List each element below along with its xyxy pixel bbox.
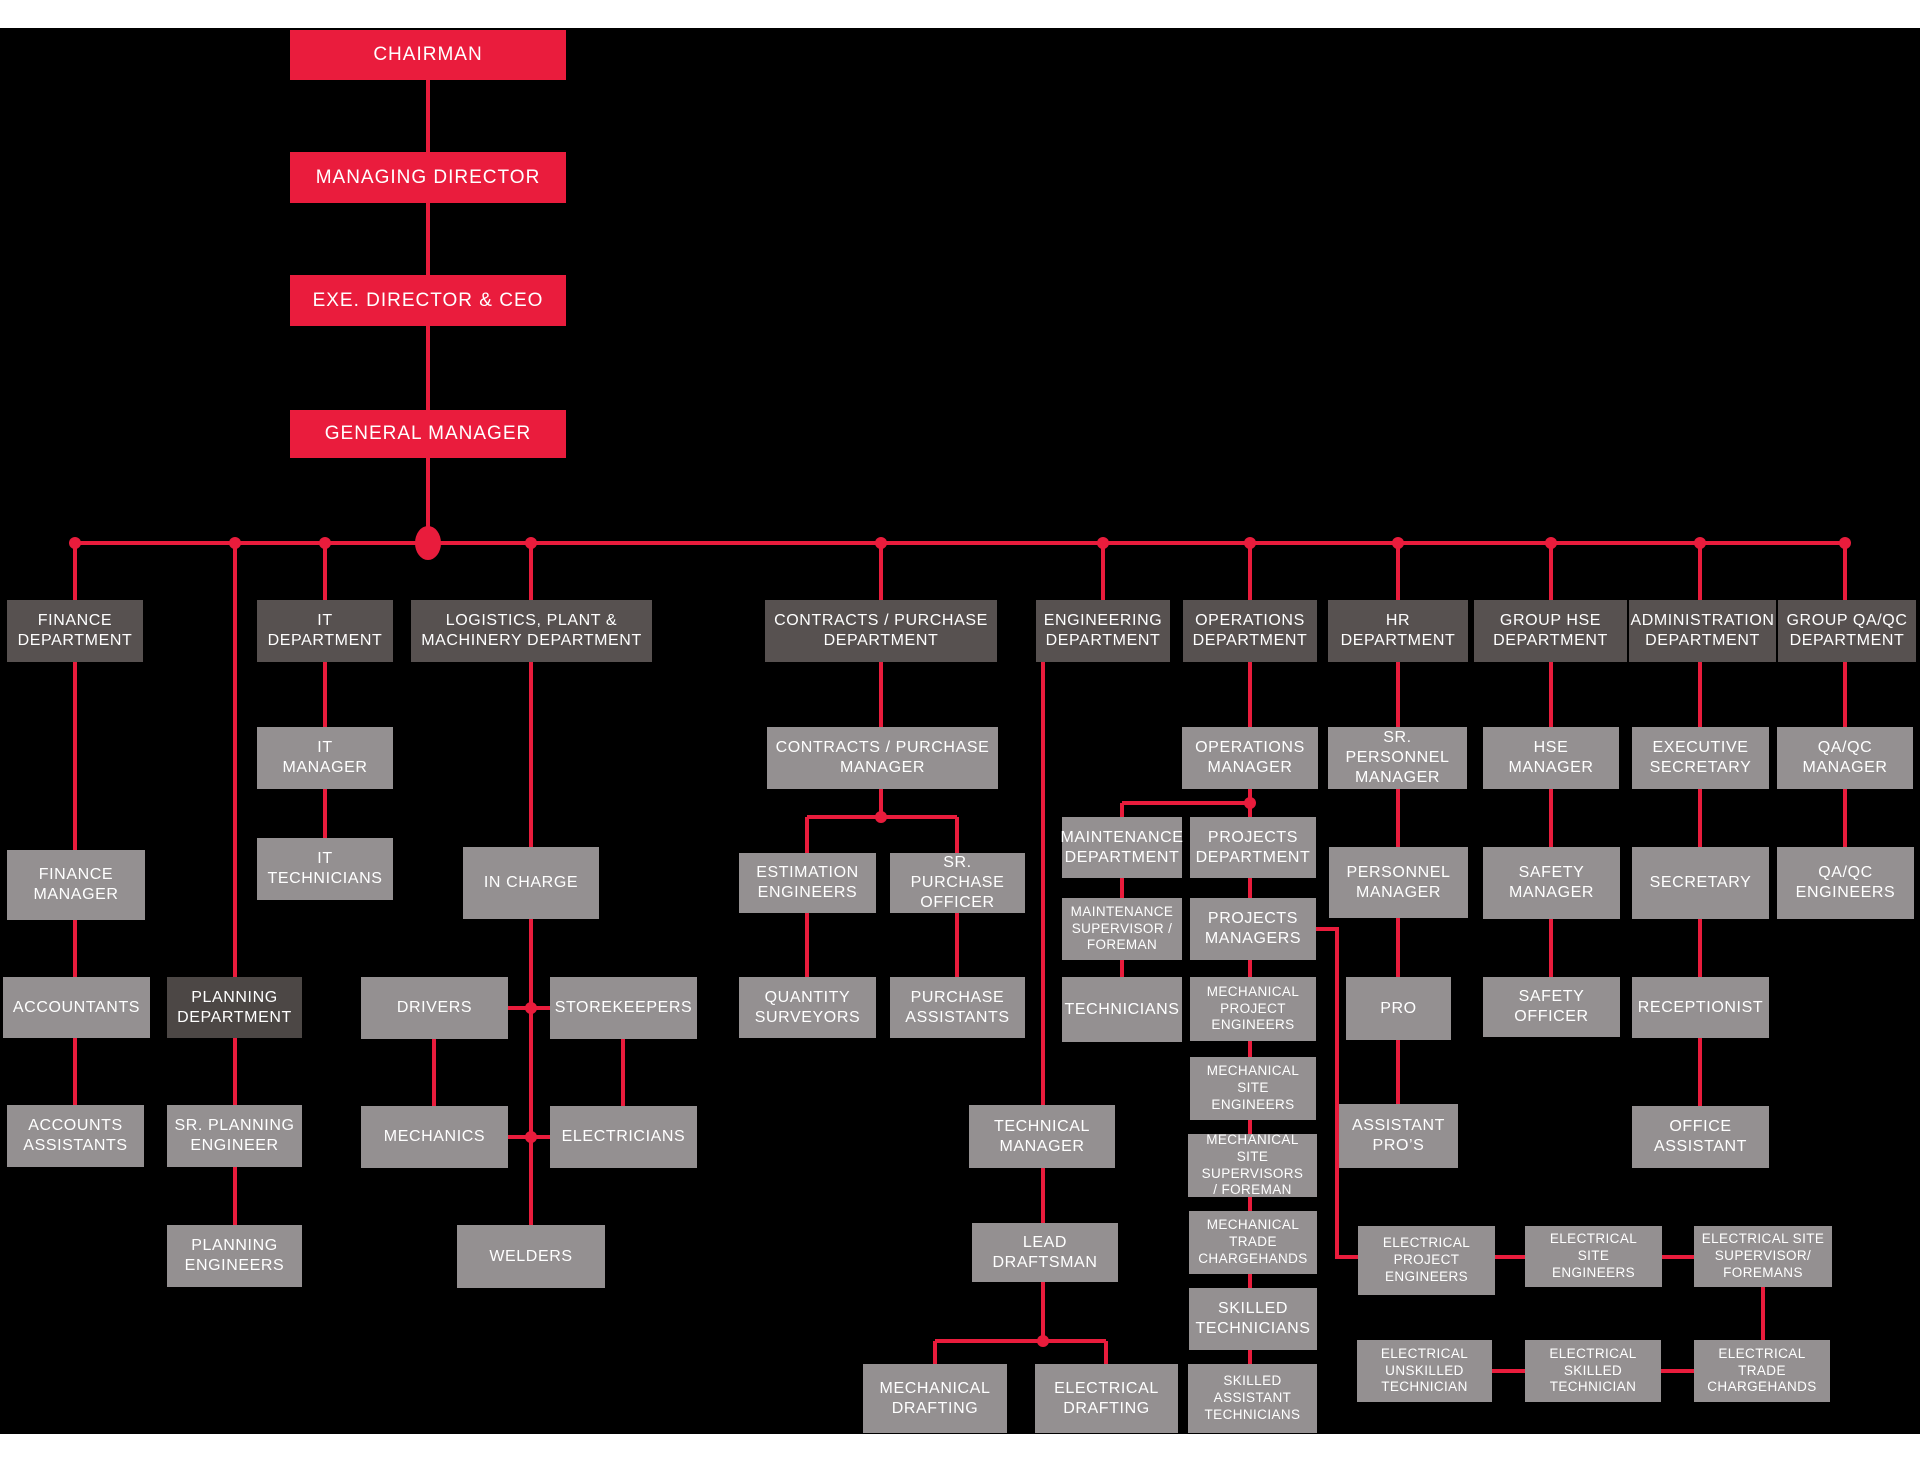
technicians-box: TECHNICIANS — [1062, 977, 1182, 1042]
electrical-skilled-technician-box: ELECTRICAL SKILLED TECHNICIAN — [1525, 1340, 1661, 1402]
pro-box: PRO — [1346, 977, 1451, 1040]
junction-dot — [1097, 537, 1109, 549]
contracts-purchase-department-box: CONTRACTS / PURCHASE DEPARTMENT — [765, 600, 997, 662]
electrical-unskilled-technician-box: ELECTRICAL UNSKILLED TECHNICIAN — [1357, 1340, 1492, 1402]
personnel-manager-box: PERSONNEL MANAGER — [1329, 847, 1468, 918]
junction-dot — [1694, 537, 1706, 549]
qa-qc-manager-box: QA/QC MANAGER — [1777, 727, 1913, 789]
operations-department-box: OPERATIONS DEPARTMENT — [1183, 600, 1317, 662]
hr-department-box: HR DEPARTMENT — [1328, 600, 1468, 662]
quantity-surveyors-box: QUANTITY SURVEYORS — [739, 977, 876, 1038]
mechanical-site-engineers-box: MECHANICAL SITE ENGINEERS — [1190, 1057, 1316, 1120]
mechanical-project-engineers-box: MECHANICAL PROJECT ENGINEERS — [1190, 977, 1316, 1041]
junction-dot — [1244, 797, 1256, 809]
general-manager-box: GENERAL MANAGER — [290, 410, 566, 458]
engineering-department-box: ENGINEERING DEPARTMENT — [1036, 600, 1170, 662]
accountants-box: ACCOUNTANTS — [3, 977, 150, 1038]
accounts-assistants-box: ACCOUNTS ASSISTANTS — [7, 1105, 144, 1167]
mechanical-trade-chargehands-box: MECHANICAL TRADE CHARGEHANDS — [1189, 1211, 1317, 1274]
qa-qc-engineers-box: QA/QC ENGINEERS — [1777, 847, 1914, 919]
electricians-box: ELECTRICIANS — [550, 1106, 697, 1168]
junction-dot — [1392, 537, 1404, 549]
receptionist-box: RECEPTIONIST — [1632, 977, 1769, 1038]
skilled-assistant-technicians-box: SKILLED ASSISTANT TECHNICIANS — [1188, 1364, 1317, 1433]
planning-engineers-box: PLANNING ENGINEERS — [167, 1225, 302, 1287]
electrical-site-supervisor-foremans-box: ELECTRICAL SITE SUPERVISOR/ FOREMANS — [1694, 1226, 1832, 1287]
logistics-plant-machinery-department-box: LOGISTICS, PLANT & MACHINERY DEPARTMENT — [411, 600, 652, 662]
mechanical-site-supervisors-foreman-box: MECHANICAL SITE SUPERVISORS / FOREMAN — [1188, 1132, 1317, 1197]
junction-dot — [1839, 537, 1851, 549]
edge-projects-managers-link — [1316, 927, 1358, 1259]
junction-dot — [1545, 537, 1557, 549]
projects-department-box: PROJECTS DEPARTMENT — [1190, 817, 1316, 878]
operations-manager-box: OPERATIONS MANAGER — [1182, 727, 1318, 789]
maintenance-supervisor-foreman-box: MAINTENANCE SUPERVISOR / FOREMAN — [1062, 898, 1182, 960]
junction-dot — [875, 811, 887, 823]
storekeepers-box: STOREKEEPERS — [550, 977, 697, 1039]
contracts-purchase-manager-box: CONTRACTS / PURCHASE MANAGER — [767, 727, 998, 789]
drivers-box: DRIVERS — [361, 977, 508, 1039]
secretary-box: SECRETARY — [1632, 847, 1769, 919]
junction-dot — [1244, 537, 1256, 549]
electrical-trade-chargehands-box: ELECTRICAL TRADE CHARGEHANDS — [1694, 1340, 1830, 1402]
junction-dot — [1037, 1335, 1049, 1347]
estimation-engineers-box: ESTIMATION ENGINEERS — [739, 853, 876, 913]
electrical-drafting-box: ELECTRICAL DRAFTING — [1035, 1364, 1178, 1433]
office-assistant-box: OFFICE ASSISTANT — [1632, 1106, 1769, 1168]
group-qa-qc-department-box: GROUP QA/QC DEPARTMENT — [1778, 600, 1916, 662]
safety-manager-box: SAFETY MANAGER — [1483, 847, 1620, 919]
it-department-box: IT DEPARTMENT — [257, 600, 393, 662]
welders-box: WELDERS — [457, 1225, 605, 1288]
administration-department-box: ADMINISTRATION DEPARTMENT — [1629, 600, 1776, 662]
skilled-technicians-box: SKILLED TECHNICIANS — [1189, 1288, 1317, 1350]
junction-dot — [525, 537, 537, 549]
projects-managers-box: PROJECTS MANAGERS — [1190, 898, 1316, 960]
exe-director-ceo-box: EXE. DIRECTOR & CEO — [290, 275, 566, 326]
it-manager-box: IT MANAGER — [257, 727, 393, 789]
technical-manager-box: TECHNICAL MANAGER — [969, 1105, 1115, 1168]
junction-dot — [69, 537, 81, 549]
junction-dot — [525, 1002, 537, 1014]
junction-dot — [229, 537, 241, 549]
in-charge-box: IN CHARGE — [463, 847, 599, 919]
lead-draftsman-box: LEAD DRAFTSMAN — [972, 1223, 1118, 1282]
maintenance-department-box: MAINTENANCE DEPARTMENT — [1060, 817, 1183, 878]
group-hse-department-box: GROUP HSE DEPARTMENT — [1474, 600, 1627, 662]
general-manager-junction-dot — [415, 526, 441, 560]
junction-dot — [525, 1131, 537, 1143]
safety-officer-box: SAFETY OFFICER — [1483, 977, 1620, 1037]
electrical-site-engineers-box: ELECTRICAL SITE ENGINEERS — [1525, 1226, 1662, 1287]
sr-personnel-manager-box: SR. PERSONNEL MANAGER — [1328, 727, 1467, 789]
junction-dot — [875, 537, 887, 549]
planning-department-box: PLANNING DEPARTMENT — [167, 977, 302, 1038]
assistant-pros-box: ASSISTANT PRO’S — [1339, 1104, 1458, 1168]
purchase-assistants-box: PURCHASE ASSISTANTS — [890, 977, 1025, 1038]
org-chart-canvas: CHAIRMAN MANAGING DIRECTOR EXE. DIRECTOR &… — [0, 28, 1920, 1434]
sr-planning-engineer-box: SR. PLANNING ENGINEER — [167, 1105, 302, 1167]
sr-purchase-officer-box: SR. PURCHASE OFFICER — [890, 853, 1025, 913]
chairman-box: CHAIRMAN — [290, 30, 566, 80]
hse-manager-box: HSE MANAGER — [1483, 727, 1619, 789]
managing-director-box: MANAGING DIRECTOR — [290, 152, 566, 203]
mechanics-box: MECHANICS — [361, 1106, 508, 1168]
finance-department-box: FINANCE DEPARTMENT — [7, 600, 143, 662]
it-technicians-box: IT TECHNICIANS — [257, 838, 393, 900]
mechanical-drafting-box: MECHANICAL DRAFTING — [863, 1364, 1007, 1433]
finance-manager-box: FINANCE MANAGER — [7, 850, 145, 920]
electrical-project-engineers-box: ELECTRICAL PROJECT ENGINEERS — [1358, 1226, 1495, 1295]
executive-secretary-box: EXECUTIVE SECRETARY — [1632, 727, 1769, 789]
junction-dot — [319, 537, 331, 549]
